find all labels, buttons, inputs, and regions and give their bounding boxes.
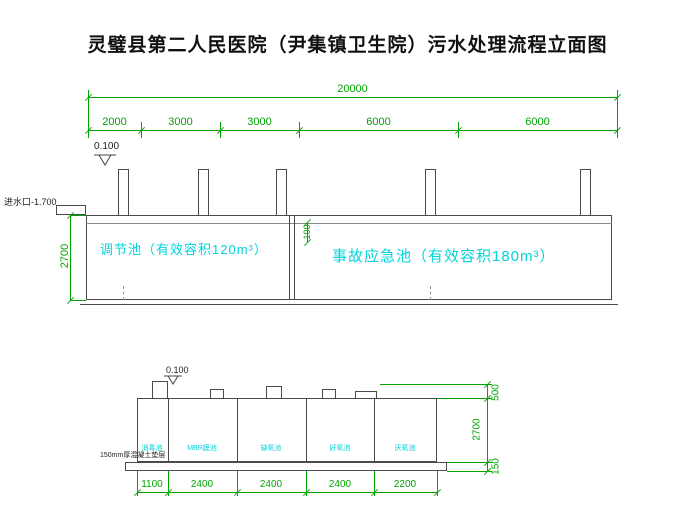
dim-label-bottom: 2400 (190, 479, 214, 490)
dim-extension-line (237, 471, 238, 496)
dim-label-segment: 3000 (247, 116, 272, 128)
compartment-label: 缺氧池 (260, 445, 282, 452)
vent-stack (425, 169, 436, 216)
dim-extension-line (617, 90, 618, 138)
dim-label-depth: 2700 (59, 243, 71, 269)
tank-label-regulation: 调节池（有效容积120m³） (100, 242, 268, 257)
ground-line (80, 304, 618, 305)
column-mark (430, 286, 431, 300)
dim-line-right (487, 384, 488, 471)
dim-line-bottom (137, 492, 437, 493)
treatment-unit-outline (137, 398, 437, 462)
dim-line-depth (70, 215, 71, 300)
dim-label-right: 500 (490, 384, 502, 401)
dim-label-bottom: 1100 (141, 479, 163, 490)
slab-note: 150mm厚混凝土垫层 (100, 452, 166, 459)
compartment-label: 消毒池 (141, 445, 163, 452)
dim-extension-line (380, 384, 492, 385)
compartment-label: MBR膜池 (187, 445, 217, 452)
dim-label-segment: 6000 (366, 116, 391, 128)
vent-stack (118, 169, 129, 216)
base-slab (125, 462, 447, 471)
dim-extension-line (70, 300, 86, 301)
tank-outline (86, 215, 612, 300)
dim-line-freeboard (307, 222, 308, 242)
tank-divider-wall (294, 215, 295, 300)
dim-extension-line (70, 215, 86, 216)
dim-label-freeboard: 100 (302, 224, 312, 240)
dim-label-segment: 6000 (525, 116, 550, 128)
dim-extension-line (137, 471, 138, 496)
dim-label-bottom: 2400 (328, 479, 352, 490)
dim-label-right: 150 (490, 458, 502, 475)
elevation-label: 0.100 (94, 141, 120, 152)
tank-inner-line (86, 223, 612, 224)
dim-extension-line (88, 90, 89, 138)
dim-label-total: 20000 (337, 83, 368, 95)
dim-extension-line (168, 471, 169, 496)
compartment-wall (374, 398, 375, 462)
tank-divider-wall (289, 215, 290, 300)
dim-extension-line (437, 398, 492, 399)
vent-stack (580, 169, 591, 216)
dim-line-total (88, 97, 617, 98)
dim-extension-line (374, 471, 375, 496)
elevation-label: 0.100 (166, 365, 189, 375)
column-mark (123, 286, 124, 300)
dim-extension-line (447, 471, 492, 472)
dim-extension-line (306, 471, 307, 496)
dim-line-segments (88, 130, 617, 131)
inlet-label: 进水口-1.700 (4, 197, 57, 207)
elevation-marker-icon (164, 375, 182, 385)
dim-label-bottom: 2400 (259, 479, 283, 490)
drawing-title: 灵璧县第二人民医院（尹集镇卫生院）污水处理流程立面图 (87, 35, 608, 56)
elevation-marker-icon (94, 154, 116, 166)
compartment-label: 好氧池 (329, 445, 351, 452)
dim-label-segment: 2000 (102, 116, 127, 128)
tank-label-emergency: 事故应急池（有效容积180m³） (332, 248, 556, 265)
compartment-wall (306, 398, 307, 462)
vent-stack (152, 381, 168, 399)
dim-extension-line (437, 471, 438, 496)
dim-label-segment: 3000 (168, 116, 193, 128)
compartment-wall (237, 398, 238, 462)
compartment-wall (168, 398, 169, 462)
compartment-label: 厌氧池 (394, 445, 416, 452)
dim-label-right: 2700 (471, 418, 483, 441)
vent-stack (198, 169, 209, 216)
dim-extension-line (447, 462, 492, 463)
vent-stack (276, 169, 287, 216)
dim-label-bottom: 2200 (393, 479, 417, 490)
